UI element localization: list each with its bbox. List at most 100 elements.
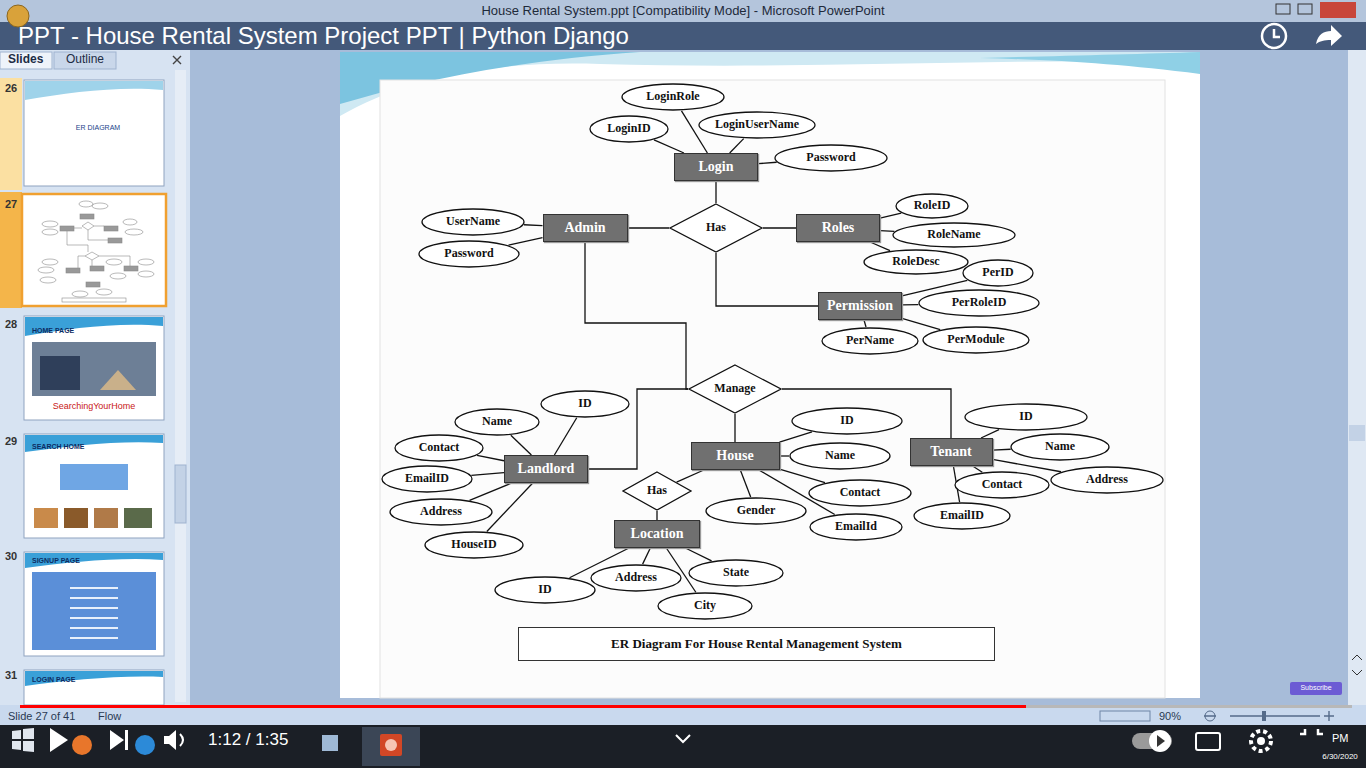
slide-highlight <box>0 192 22 308</box>
attribute-ellipse: ID <box>540 390 630 418</box>
slide <box>340 52 1200 698</box>
connector-line <box>780 455 790 456</box>
ellipse-outline <box>390 499 492 525</box>
attribute-ellipse: Gender <box>705 497 807 525</box>
attribute-ellipse: PerModule <box>922 326 1030 354</box>
attribute-ellipse: EmailID <box>913 502 1011 530</box>
ui-label: SearchingYourHome <box>53 402 136 412</box>
progress-rest <box>1026 705 1352 708</box>
volume-button <box>180 734 183 746</box>
node-label: Contact <box>982 478 1023 492</box>
connector-line <box>628 227 670 228</box>
close-button <box>1320 2 1356 18</box>
connector-line <box>973 466 983 472</box>
attribute-ellipse: RoleDesc <box>863 249 969 275</box>
ellipse-outline <box>419 241 519 267</box>
ui-label: LOGIN PAGE <box>32 676 75 684</box>
status-bar <box>0 705 1366 725</box>
browser-icon <box>135 735 155 755</box>
video-title-band <box>0 22 1366 50</box>
taskbar-active <box>362 727 420 766</box>
connector-line <box>740 470 750 497</box>
slide-highlight <box>0 78 22 190</box>
ellipse-outline <box>809 480 911 506</box>
attribute-ellipse: LoginID <box>589 115 669 143</box>
node-label: UserName <box>446 215 500 229</box>
connector-line <box>880 230 894 232</box>
connector-line <box>716 253 818 306</box>
attribute-ellipse: EmailID <box>381 465 473 493</box>
node-label: EmailId <box>835 520 877 534</box>
zoom-out <box>1205 711 1215 721</box>
node-label: Name <box>1045 440 1075 454</box>
node-label: RoleID <box>914 199 951 213</box>
chevron <box>676 735 690 742</box>
connector-line <box>677 470 704 482</box>
attribute-ellipse: Name <box>789 442 891 470</box>
ellipse-outline <box>919 290 1039 316</box>
next-button <box>110 730 124 750</box>
ui-label: 90% <box>1159 710 1181 722</box>
node-label: Gender <box>737 504 776 518</box>
thumbnail-swoosh <box>25 317 163 336</box>
play-button <box>50 728 68 752</box>
fullscreen-button <box>1300 729 1323 734</box>
ellipse-outline <box>422 209 524 235</box>
node-label: Manage <box>714 382 755 396</box>
relationship-diamond: Has <box>669 203 763 253</box>
connector-line <box>524 224 543 226</box>
ellipse-outline <box>590 116 668 142</box>
connector-line <box>981 430 999 438</box>
subscribe-button <box>1290 682 1342 695</box>
ellipse-outline <box>914 503 1010 529</box>
ellipse-outline <box>790 443 890 469</box>
node-label: Address <box>420 505 462 519</box>
connector-line <box>509 238 543 246</box>
caption-box: ER Diagram For House Rental Management S… <box>518 627 995 661</box>
node-label: House <box>716 448 753 464</box>
ellipse-outline <box>955 472 1049 498</box>
node-label: RoleDesc <box>892 255 939 269</box>
ui-label: 1:12 / 1:35 <box>208 731 288 750</box>
browser-icon <box>72 735 92 755</box>
ui-label: Slide 27 of 41 <box>8 710 75 722</box>
scrollbar <box>175 70 186 702</box>
er-image <box>380 80 1165 698</box>
ellipse-outline <box>591 565 681 591</box>
relationship-diamond: Has <box>622 471 692 511</box>
node-label: PerRoleID <box>952 296 1007 310</box>
connector-line <box>880 213 901 218</box>
thumbnail-form <box>60 464 128 490</box>
zoom-thumb <box>1262 711 1266 721</box>
attribute-ellipse: ID <box>494 576 596 604</box>
node-label: Contact <box>840 486 881 500</box>
thumbnail-picture <box>124 508 152 528</box>
slide-thumbnail <box>22 194 166 306</box>
zoom-slider <box>1204 711 1334 721</box>
start-button <box>12 728 34 752</box>
connector-line <box>511 435 532 455</box>
node-label: EmailID <box>940 509 984 523</box>
thumbnail-swoosh <box>25 81 163 100</box>
slide-swoosh <box>980 52 1200 74</box>
share-icon <box>1316 25 1342 46</box>
settings-button <box>1257 737 1265 745</box>
slides-tab <box>0 52 52 69</box>
node-label: Password <box>806 151 855 165</box>
attribute-ellipse: Address <box>1050 466 1164 494</box>
node-label: Roles <box>822 220 855 236</box>
ellipse-outline <box>495 577 595 603</box>
attribute-ellipse: UserName <box>421 208 525 236</box>
ui-label: Subscribe <box>1300 684 1331 692</box>
connector-line <box>902 304 918 306</box>
connector-line <box>902 318 940 329</box>
connector-line <box>993 459 1061 471</box>
node-label: State <box>723 566 749 580</box>
taskbar-icon <box>322 735 338 751</box>
slide-thumbnail <box>24 434 164 538</box>
diamond-outline <box>689 365 781 413</box>
thumbnail-swoosh <box>25 435 163 452</box>
slide-thumbnail <box>24 552 164 656</box>
entity-box: Admin <box>543 214 628 242</box>
node-label: Password <box>444 247 493 261</box>
